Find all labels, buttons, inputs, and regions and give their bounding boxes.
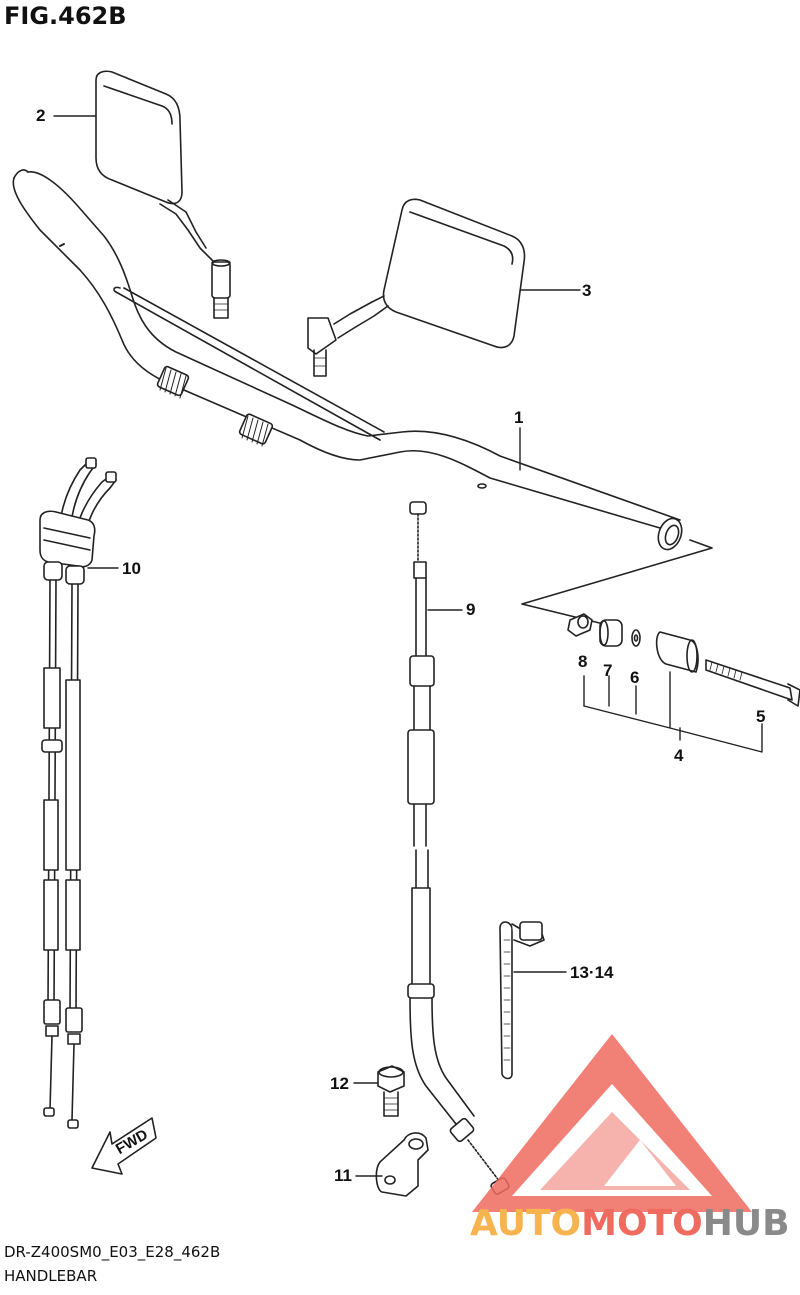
callout-10: 10 xyxy=(122,559,141,578)
watermark-part-1: AUTO xyxy=(470,1203,582,1244)
fwd-arrow xyxy=(92,1118,156,1174)
balancer-parts xyxy=(568,614,800,706)
callout-4: 4 xyxy=(674,746,684,765)
callout-1: 1 xyxy=(514,408,524,427)
callout-5: 5 xyxy=(756,707,766,726)
mirror-left xyxy=(96,71,230,318)
cable-tie xyxy=(500,922,544,1079)
watermark-logo xyxy=(472,1034,752,1212)
watermark-part-3: HUB xyxy=(702,1203,790,1244)
callout-2: 2 xyxy=(36,106,46,125)
watermark-part-2: MOTO xyxy=(581,1203,703,1244)
figure-title: FIG.462B xyxy=(4,2,127,30)
callout-3: 3 xyxy=(582,281,592,300)
callout-7: 7 xyxy=(603,661,613,680)
handlebar xyxy=(13,170,685,553)
callout-13-14: 13·14 xyxy=(570,963,614,982)
balancer-outline xyxy=(522,540,712,628)
clutch-cable xyxy=(408,502,510,1195)
diagram-code: DR-Z400SM0_E03_E28_462B xyxy=(4,1243,221,1261)
watermark-text: AUTOMOTOHUB xyxy=(470,1203,790,1244)
diagram-name: HANDLEBAR xyxy=(4,1267,98,1285)
callout-9: 9 xyxy=(466,600,476,619)
balancer-leaders xyxy=(584,672,762,752)
callout-leaders xyxy=(54,116,580,1176)
clamp xyxy=(376,1133,428,1196)
mirror-right xyxy=(308,199,525,376)
bolt xyxy=(378,1066,404,1116)
callout-6: 6 xyxy=(630,668,640,687)
throttle-cables xyxy=(40,458,116,1128)
callout-8: 8 xyxy=(578,652,588,671)
callout-11: 11 xyxy=(334,1166,352,1185)
callout-12: 12 xyxy=(330,1074,349,1093)
